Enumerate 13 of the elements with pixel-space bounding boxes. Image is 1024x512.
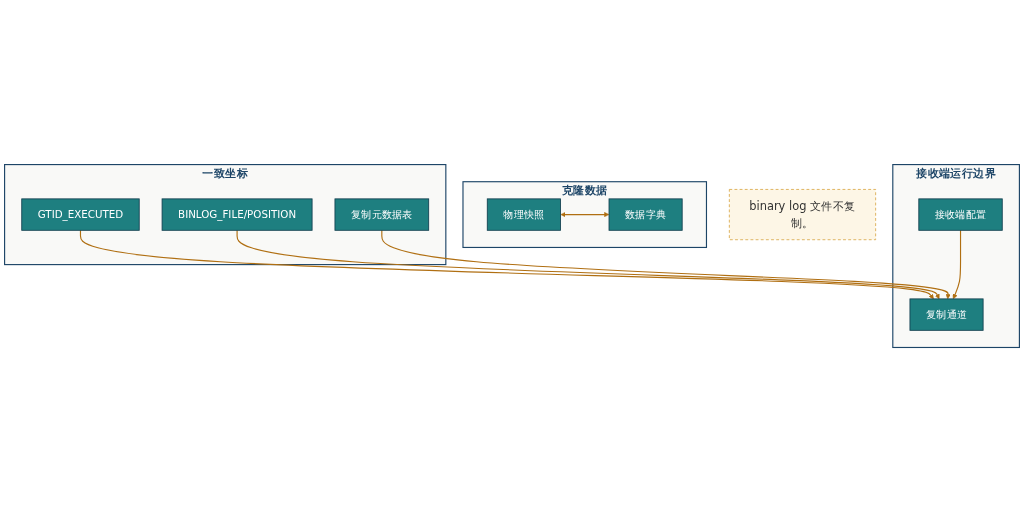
arrow [236,229,940,300]
arrow [79,229,934,300]
node-box: GTID_EXECUTED [21,198,140,231]
arrow [381,229,951,300]
arrow [560,212,610,218]
node-box: 数据字典 [608,198,683,231]
node-box: 接收端配置 [918,198,1003,231]
node-box: 复制元数据表 [334,198,430,231]
node-box: 复制通道 [909,298,984,331]
node-box: binary log 文件不复制。 [728,188,877,241]
node-box: BINLOG_FILE/POSITION [161,198,313,231]
node-box: 物理快照 [486,198,561,231]
arrow [952,229,962,300]
